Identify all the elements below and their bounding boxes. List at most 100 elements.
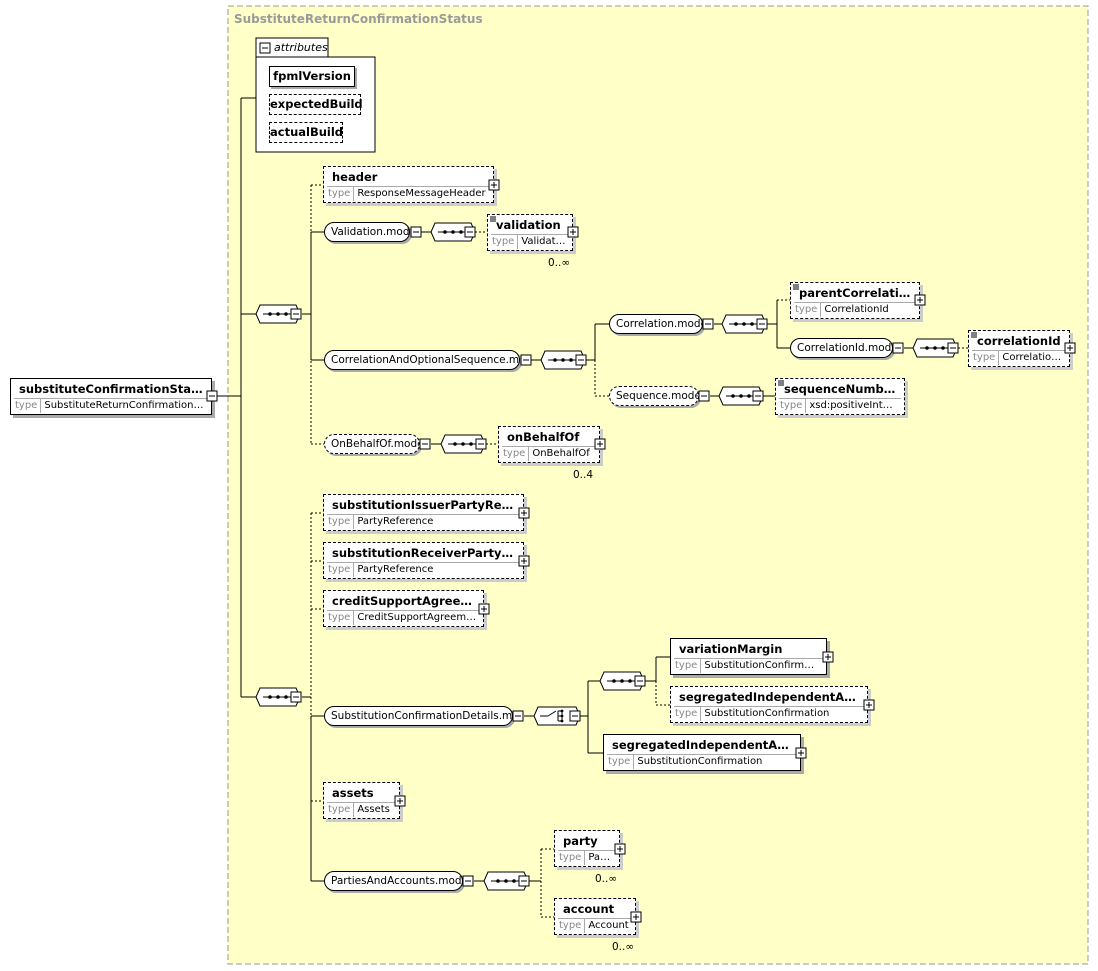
parties-seq-collapse-icon[interactable] [518, 875, 530, 887]
group-correlation-model[interactable]: Correlation.model [609, 314, 703, 334]
sequence-compositor-correlation-icon[interactable] [540, 350, 586, 370]
type-label: type [674, 707, 702, 721]
corrseq-seq-collapse-icon[interactable] [575, 354, 587, 366]
seg-indep-1-expand-icon[interactable] [863, 699, 875, 711]
sequence-compositor-margin-icon[interactable] [599, 671, 645, 691]
validation-doc-icon [490, 216, 496, 222]
on-behalf-of-seq-collapse-icon[interactable] [475, 438, 487, 450]
sequence-compositor-top-icon[interactable] [255, 304, 301, 324]
validation-expand-icon[interactable] [567, 226, 579, 238]
receiver-ref-expand-icon[interactable] [518, 555, 530, 567]
type-label: type [502, 447, 530, 461]
type-label: type [327, 563, 355, 577]
type-label: type [794, 303, 822, 317]
on-behalf-of-model-collapse-icon[interactable] [419, 438, 431, 450]
header-expand-icon[interactable] [488, 179, 500, 191]
account-cardinality: 0..∞ [612, 941, 635, 953]
root-collapse-icon[interactable] [206, 390, 218, 402]
correlation-id-model-collapse-icon[interactable] [892, 342, 904, 354]
validation-cardinality: 0..∞ [548, 257, 571, 269]
credit-support-expand-icon[interactable] [478, 603, 490, 615]
sequence-compositor-sequence-model-icon[interactable] [718, 386, 764, 406]
on-behalf-of-cardinality: 0..4 [573, 469, 594, 481]
issuer-ref-expand-icon[interactable] [518, 507, 530, 519]
assets-expand-icon[interactable] [394, 795, 406, 807]
variation-margin-expand-icon[interactable] [822, 651, 834, 663]
seq-top-collapse-icon[interactable] [290, 308, 302, 320]
corrseq-model-collapse-icon[interactable] [520, 354, 532, 366]
type-label: type [972, 351, 1000, 365]
choice-collapse-icon[interactable] [569, 710, 581, 722]
correlation-id-doc-icon [971, 332, 977, 338]
sequence-seq-collapse-icon[interactable] [752, 390, 764, 402]
party-cardinality: 0..∞ [595, 873, 618, 885]
correlation-id-expand-icon[interactable] [1064, 342, 1076, 354]
container-title: SubstituteReturnConfirmationStatus [234, 12, 483, 26]
type-label: type [491, 235, 519, 249]
sequence-compositor-validation-icon[interactable] [430, 222, 476, 242]
group-sequence-model[interactable]: Sequence.model [609, 386, 699, 406]
sequence-compositor-on-behalf-of-icon[interactable] [440, 434, 486, 454]
sequence-compositor-bottom-icon[interactable] [255, 687, 301, 707]
sequence-model-collapse-icon[interactable] [698, 390, 710, 402]
sub-conf-model-collapse-icon[interactable] [512, 710, 524, 722]
margin-seq-collapse-icon[interactable] [634, 675, 646, 687]
group-validation-model[interactable]: Validation.model [324, 222, 410, 242]
attributes-tab [255, 37, 329, 58]
group-parties-and-accounts-model[interactable]: PartiesAndAccounts.model [324, 871, 463, 891]
seq-bottom-collapse-icon[interactable] [290, 691, 302, 703]
attribute-fpml-version[interactable]: fpmlVersion [269, 66, 355, 87]
type-label: type [327, 803, 355, 817]
parties-model-collapse-icon[interactable] [462, 875, 474, 887]
party-expand-icon[interactable] [614, 843, 626, 855]
validation-seq-collapse-icon[interactable] [464, 226, 476, 238]
type-label: type [327, 187, 355, 201]
attributes-collapse-icon[interactable] [259, 42, 271, 54]
attribute-expected-build[interactable]: expectedBuild [269, 94, 363, 115]
type-label: type [558, 919, 586, 933]
attributes-title: attributes [274, 41, 328, 54]
group-substitution-confirmation-details-model[interactable]: SubstitutionConfirmationDetails.model [324, 706, 513, 726]
sequence-compositor-correlation-id-icon[interactable] [912, 338, 958, 358]
type-label: type [779, 399, 807, 413]
type-label: type [327, 611, 355, 625]
on-behalf-of-expand-icon[interactable] [594, 438, 606, 450]
type-label: type [674, 659, 702, 673]
account-expand-icon[interactable] [630, 911, 642, 923]
group-correlation-id-model[interactable]: CorrelationId.model [790, 338, 893, 358]
attribute-actual-build[interactable]: actualBuild [269, 122, 343, 143]
type-label: type [607, 755, 635, 769]
group-correlation-and-optional-sequence-model[interactable]: CorrelationAndOptionalSequence.mo... [324, 350, 520, 370]
choice-compositor-icon[interactable] [533, 706, 581, 726]
parent-correlation-id-doc-icon [793, 284, 799, 290]
seg-indep-2-expand-icon[interactable] [795, 747, 807, 759]
correlation-model-collapse-icon[interactable] [702, 318, 714, 330]
sequence-compositor-parties-icon[interactable] [483, 871, 529, 891]
sequence-number-doc-icon [778, 380, 784, 386]
group-on-behalf-of-model[interactable]: OnBehalfOf.model [324, 434, 420, 454]
validation-model-collapse-icon[interactable] [410, 226, 422, 238]
correlation-seq-collapse-icon[interactable] [756, 318, 768, 330]
sequence-compositor-correlation-model-icon[interactable] [721, 314, 767, 334]
parent-correlation-id-expand-icon[interactable] [914, 294, 926, 306]
correlation-id-seq-collapse-icon[interactable] [947, 342, 959, 354]
root-type-label: type [14, 399, 42, 413]
